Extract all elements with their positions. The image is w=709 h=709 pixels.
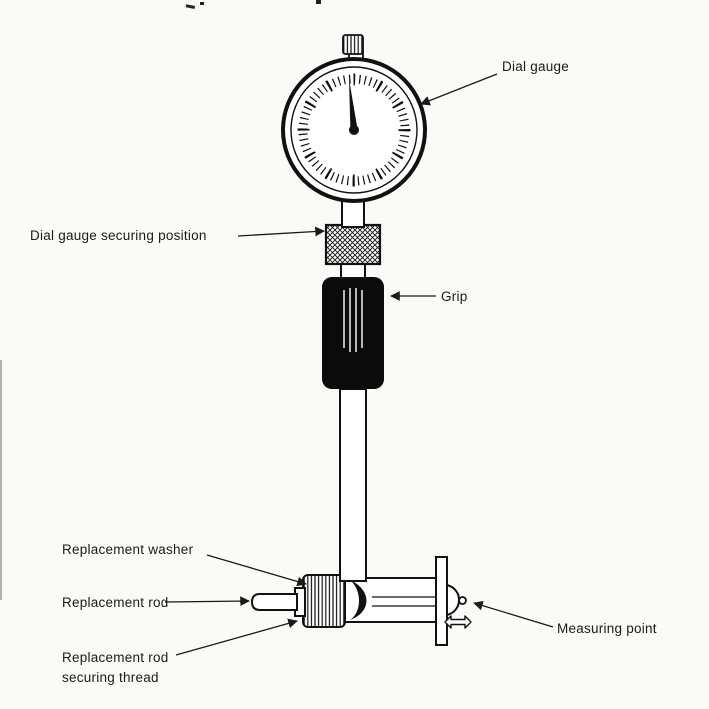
leader-arrows [164, 73, 554, 656]
leader-securing-thread [175, 618, 298, 656]
leader-measuring-point [473, 600, 554, 628]
label-dial-gauge: Dial gauge [502, 59, 570, 74]
replacement-rod-part [250, 593, 298, 611]
dial-gauge-head [281, 34, 427, 203]
label-replacement-rod: Replacement rod [62, 595, 169, 610]
dial-stem [341, 198, 365, 228]
body-shadow [350, 580, 367, 620]
securing-collar [324, 223, 382, 266]
label-grip: Grip [441, 289, 468, 304]
knurled-nut [302, 574, 346, 628]
scan-specks [0, 0, 321, 600]
grip-part [322, 277, 384, 389]
measuring-tip [446, 583, 467, 617]
double-arrow-icon [444, 615, 472, 629]
leader-dial-gauge [420, 73, 498, 106]
neck [340, 262, 366, 279]
connecting-tube [339, 388, 367, 582]
leader-securing-position [237, 226, 325, 237]
leader-replacement-washer [206, 554, 307, 587]
label-replacement-washer: Replacement washer [62, 542, 194, 557]
label-dial-gauge-securing-position: Dial gauge securing position [30, 228, 207, 243]
leader-replacement-rod [164, 596, 250, 606]
measuring-head-assembly [250, 556, 467, 646]
label-measuring-point: Measuring point [557, 621, 657, 636]
flange [435, 556, 448, 646]
dial-needle [349, 79, 359, 135]
label-replacement-rod-securing-thread: Replacement rod securing thread [62, 650, 169, 685]
